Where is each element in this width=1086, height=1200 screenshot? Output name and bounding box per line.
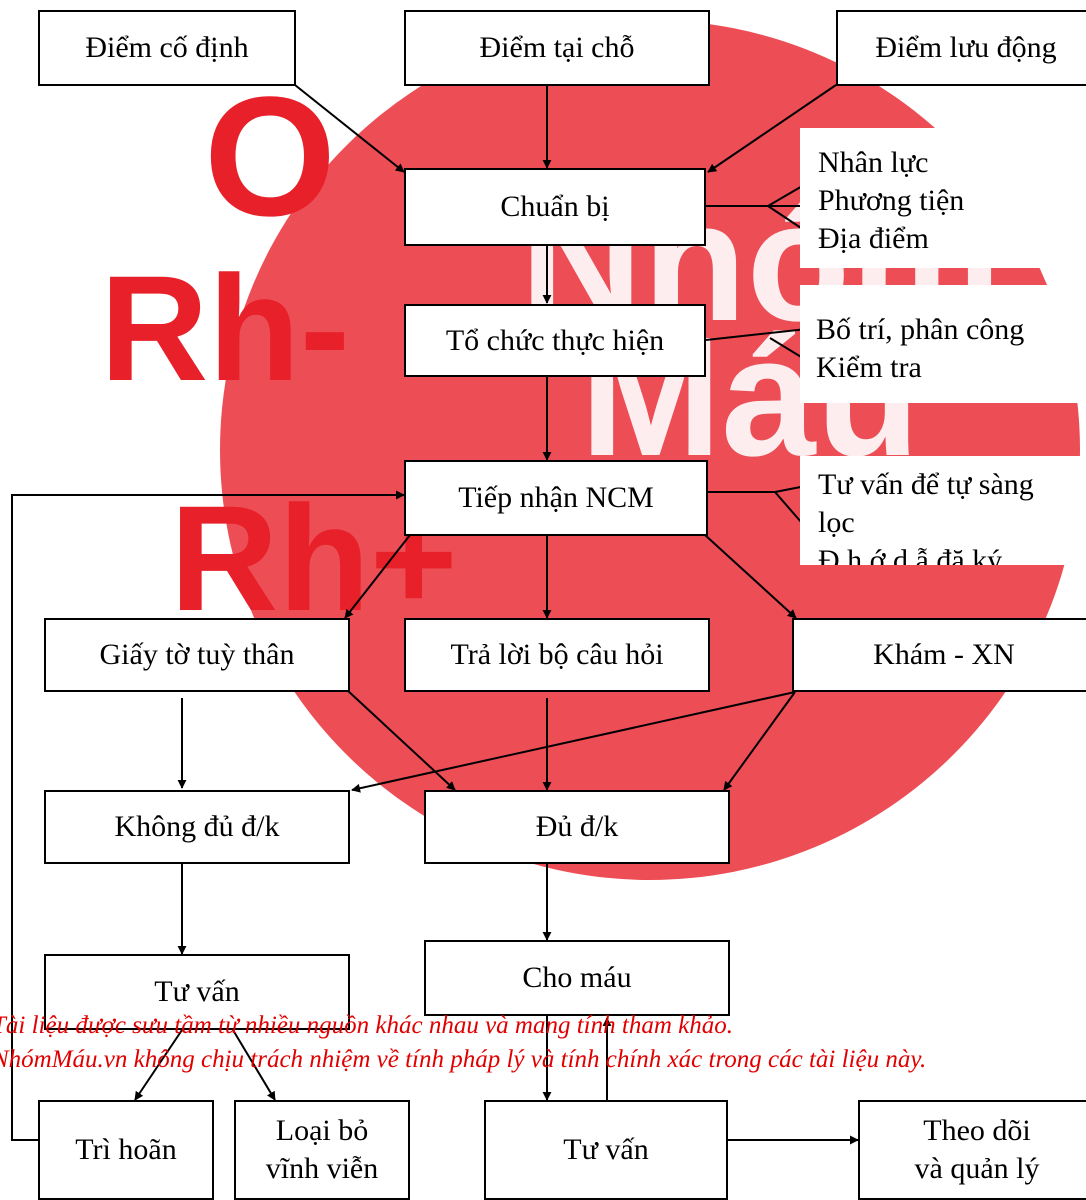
arrow-trihoan-tiepnhan xyxy=(11,490,405,1141)
node-tri-hoan: Trì hoãn xyxy=(38,1100,214,1200)
node-giay-to: Giấy tờ tuỳ thân xyxy=(44,618,350,692)
arrow-tuvan-trihoan xyxy=(134,1029,183,1101)
arrow-giayto-du xyxy=(346,689,456,791)
note-dia-diem: Địa điểm xyxy=(818,222,929,255)
node-diem-co-dinh: Điểm cố định xyxy=(38,10,296,86)
node-kham: Khám - XN xyxy=(792,618,1086,692)
note-clipped: Đ h ớ d ẫ đă ký xyxy=(818,544,1003,565)
arrow-luudong-chuanbi xyxy=(707,84,837,173)
arrow-tuvan-loaibo xyxy=(229,1024,276,1101)
node-tu-van-right: Tư vấn xyxy=(484,1100,728,1200)
node-diem-tai-cho: Điểm tại chỗ xyxy=(404,10,710,86)
node-to-chuc: Tổ chức thực hiện xyxy=(404,304,706,377)
side-notes-tiep-nhan: Tư vấn để tự sàng lọc Đ h ớ d ẫ đă ký xyxy=(800,456,1086,565)
note-nhan-luc: Nhân lực xyxy=(818,146,929,179)
node-tu-van-left: Tư vấn xyxy=(44,954,350,1030)
node-chuan-bi: Chuẩn bị xyxy=(404,168,706,246)
arrow-tiepnhan-kham xyxy=(704,534,797,619)
node-tiep-nhan: Tiếp nhận NCM xyxy=(404,460,708,536)
node-loai-bo: Loại bỏ vĩnh viễn xyxy=(234,1100,410,1200)
note-bo-tri: Bố trí, phân công xyxy=(816,313,1025,346)
watermark-o: O xyxy=(204,62,336,252)
note-loc: lọc xyxy=(818,506,855,539)
side-notes-to-chuc: Bố trí, phân công Kiểm tra xyxy=(800,285,1086,403)
side-notes-chuan-bi: Nhân lực Phương tiện Địa điểm xyxy=(800,128,1086,268)
arrow-kham-khongdu xyxy=(351,691,796,793)
node-diem-luu-dong: Điểm lưu động xyxy=(836,10,1086,86)
node-cho-mau: Cho máu xyxy=(424,940,730,1016)
arrow-codinh-chuanbi xyxy=(294,84,405,173)
arrow-kham-du xyxy=(723,691,796,791)
node-khong-du: Không đủ đ/k xyxy=(44,790,350,864)
node-theo-doi: Theo dõi và quản lý xyxy=(858,1100,1086,1200)
note-kiem-tra: Kiểm tra xyxy=(816,351,922,384)
watermark-rh-minus: Rh- xyxy=(100,244,350,412)
disclaimer-line-2: NhómMáu.vn không chịu trách nhiệm về tín… xyxy=(0,1046,927,1073)
note-phuong-tien: Phương tiện xyxy=(818,184,965,217)
bracket-tochuc-a xyxy=(705,327,817,341)
arrow-tiepnhan-giayto xyxy=(344,534,411,619)
note-tu-van-sang-loc: Tư vấn để tự sàng xyxy=(818,468,1034,501)
node-du: Đủ đ/k xyxy=(424,790,730,864)
disclaimer-line-1: Tài liệu được sưu tầm từ nhiều nguồn khá… xyxy=(0,1012,733,1039)
node-tra-loi: Trả lời bộ câu hỏi xyxy=(404,618,710,692)
